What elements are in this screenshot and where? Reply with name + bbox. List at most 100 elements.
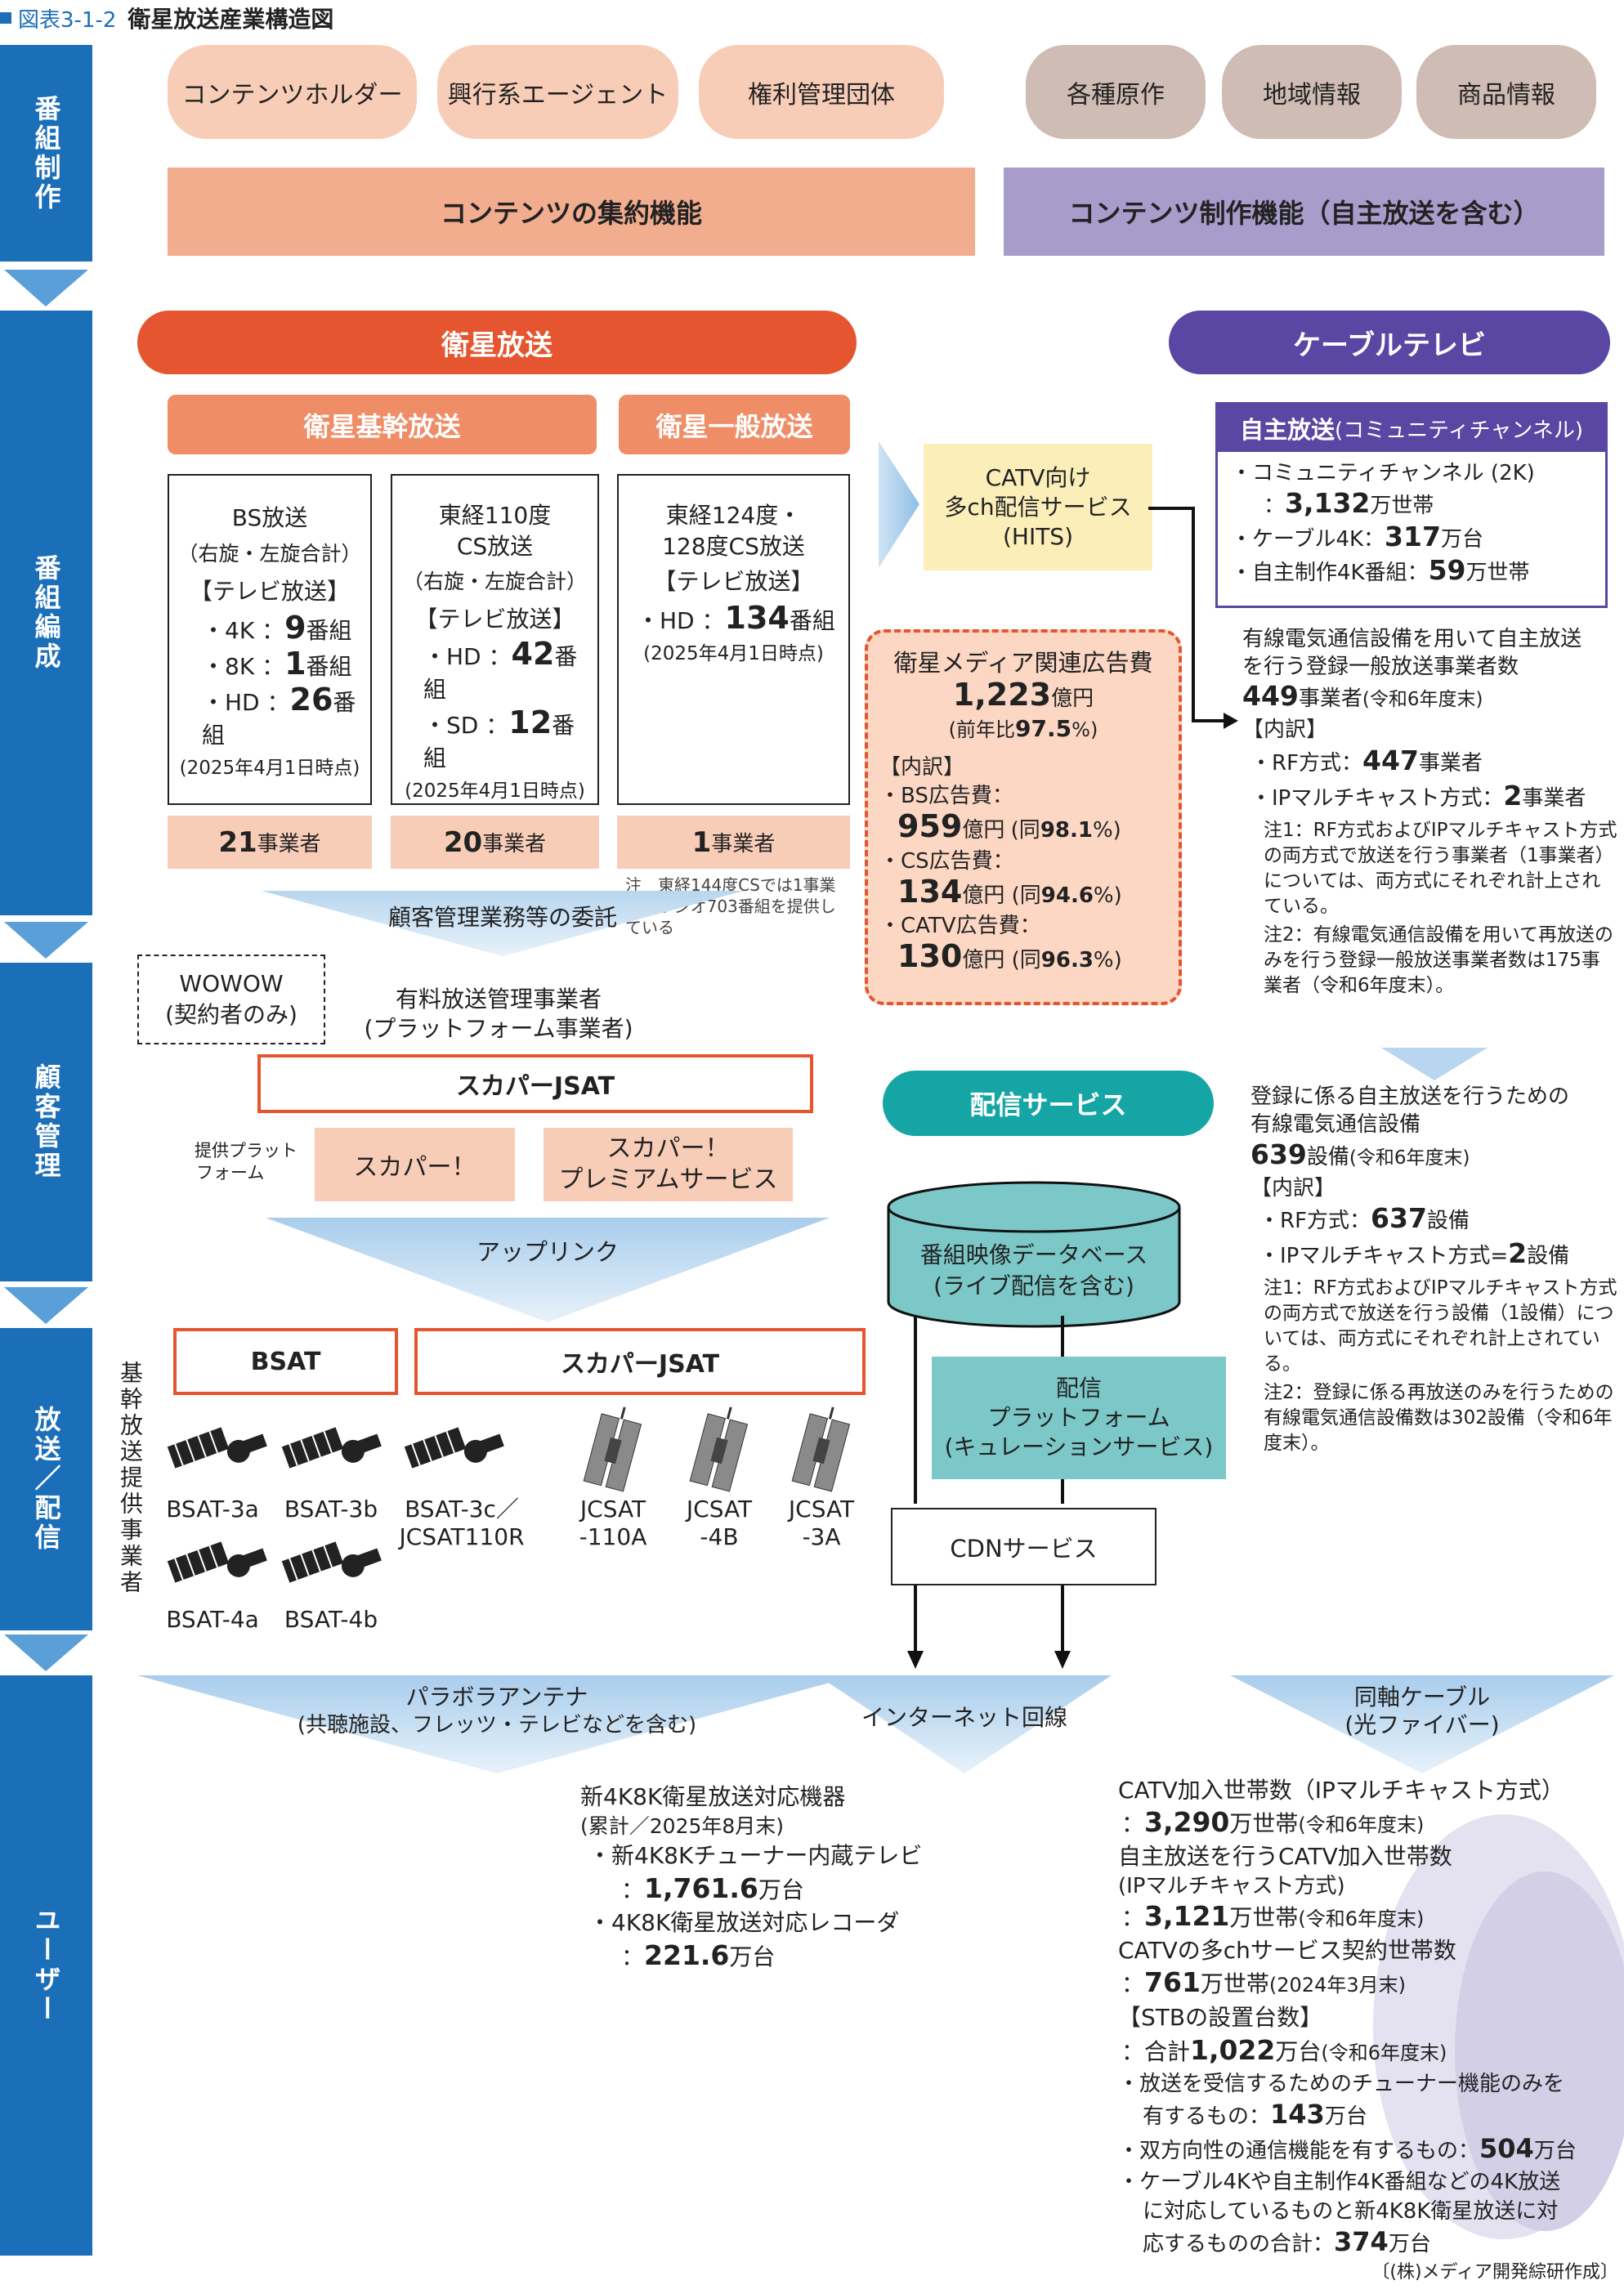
bs-4k: ・4K ：9番組 <box>202 610 352 646</box>
satellite-title: 衛星放送 <box>137 311 857 374</box>
bar-aggregation: コンテンツの集約機能 <box>168 168 975 256</box>
bs-8k: ・8K ：1番組 <box>202 646 352 682</box>
bs-hd: ・HD ：26番組 <box>202 682 356 749</box>
premium-platform: スカパー！プレミアムサービス <box>544 1128 793 1201</box>
database-cylinder <box>887 1181 1181 1328</box>
cs124-name2: 128度CS放送 <box>662 533 805 560</box>
database-label: 番組映像データベース(ライブ配信を含む) <box>919 1241 1148 1299</box>
bs-box: BS放送 （右旋・左旋合計） 【テレビ放送】 ・4K ：9番組 ・8K ：1番組… <box>168 474 372 805</box>
sat-label: BSAT-3c／ JCSAT110R <box>399 1496 525 1550</box>
entrust-label: 顧客管理業務等の委託 <box>387 904 617 931</box>
cs124-name1: 東経124度・ <box>665 502 802 529</box>
bsat-box: BSAT <box>173 1328 398 1395</box>
ad-cs-label: ・CS広告費： <box>879 849 1014 874</box>
sat-label: JCSAT -110A <box>579 1496 647 1550</box>
provider-vertical-label: 基幹放送提供事業者 <box>117 1361 144 1596</box>
sat-label: BSAT-3b <box>284 1496 378 1523</box>
cs110-tv: 【テレビ放送】 <box>414 606 575 633</box>
platform-operator: 有料放送管理事業者(プラットフォーム事業者) <box>364 986 633 1042</box>
ad-catv-value: 130億円 (同96.3%) <box>897 938 1122 974</box>
entrust-arrow <box>262 891 744 956</box>
ad-bs-value: 959億円 (同98.1%) <box>897 808 1121 844</box>
self-4k: ・自主制作4K番組：59万世帯 <box>1231 554 1530 586</box>
user-circles <box>1373 1814 1624 2239</box>
satellite-icon <box>791 1406 851 1492</box>
ad-yoy: (前年比97.5%) <box>948 715 1098 742</box>
internet-arrow <box>817 1675 1112 1773</box>
coax-label: 同軸ケーブル(光ファイバー) <box>1344 1684 1500 1738</box>
ad-total: 1,223億円 <box>952 677 1094 713</box>
bs-sub: （右旋・左旋合計） <box>177 542 362 566</box>
band-broadcast: 放送／配信 <box>0 1328 92 1630</box>
streaming-title: 配信サービス <box>883 1071 1214 1136</box>
band-programming: 番組編成 <box>0 311 92 915</box>
cable-4k: ・ケーブル4K：317万台 <box>1231 521 1483 552</box>
stream-lines <box>907 1316 1071 1669</box>
uplink-arrow <box>266 1218 830 1322</box>
pill-agent: 興行系エージェント <box>437 45 678 139</box>
general-broadcast: 衛星一般放送 <box>619 395 850 454</box>
facility-note2: 注2：登録に係る再放送のみを行うための有線電気通信設備数は302設備（令和6年度… <box>1264 1382 1614 1454</box>
band-production: 番組制作 <box>0 45 92 262</box>
satellite-icon <box>583 1406 642 1492</box>
cable-title: ケーブルテレビ <box>1169 311 1610 374</box>
ad-bs-label: ・BS広告費： <box>879 784 1013 808</box>
sat-label: JCSAT -3A <box>788 1496 855 1550</box>
cs110-sd: ・SD ：12番組 <box>423 704 575 771</box>
cable-note1: 注1：RF方式およびIPマルチキャスト方式の両方式で放送を行う事業者（1事業者）… <box>1264 820 1617 917</box>
cs110-name1: 東経110度 <box>438 502 552 529</box>
ad-breakdown: 【内訳】 <box>879 755 965 780</box>
ad-catv-label: ・CATV広告費： <box>879 914 1041 938</box>
satellite-icon <box>689 1406 749 1492</box>
figure-title: 衛星放送産業構造図 <box>128 6 334 33</box>
satellite-icon <box>404 1427 504 1469</box>
wowow-box: WOWOW(契約者のみ) <box>137 955 325 1044</box>
sat-label: BSAT-4b <box>284 1606 378 1633</box>
pill-product: 商品情報 <box>1416 45 1596 139</box>
community-title: 自主放送(コミュニティチャンネル) <box>1218 405 1605 452</box>
arrow-down-icon <box>0 270 92 311</box>
pill-original: 各種原作 <box>1026 45 1206 139</box>
coax-arrow <box>1230 1675 1614 1773</box>
provided-label: 提供プラットフォーム <box>195 1141 298 1183</box>
devices-block: 新4K8K衛星放送対応機器 (累計／2025年8月末) ・新4K8Kチューナー内… <box>580 1783 923 1971</box>
pill-rights: 権利管理団体 <box>699 45 944 139</box>
bs-name: BS放送 <box>231 504 308 531</box>
pill-content-holder: コンテンツホルダー <box>168 45 417 139</box>
hits-connector <box>1148 507 1238 729</box>
cs110-name2: CS放送 <box>456 533 534 560</box>
cs124-hd: ・HD ：134番組 <box>637 600 835 636</box>
hits-box: CATV向け多ch配信サービス(HITS) <box>924 444 1152 570</box>
figure-number: 図表3-1-2 <box>18 7 117 33</box>
facility-note1: 注1：RF方式およびIPマルチキャスト方式の両方式で放送を行う設備（1設備）につ… <box>1264 1277 1617 1375</box>
satellite-icon <box>167 1541 267 1583</box>
platform-box: 配信プラットフォーム(キュレーションサービス) <box>932 1357 1226 1479</box>
community-ch-value: ：3,132万世帯 <box>1264 487 1434 519</box>
skyperjsat-platform: スカパーJSAT <box>257 1054 813 1113</box>
cs124-box: 東経124度・ 128度CS放送 【テレビ放送】 ・HD ：134番組 (202… <box>617 474 850 805</box>
ad-cs-value: 134億円 (同94.6%) <box>897 874 1122 910</box>
cs124-date: (2025年4月1日時点) <box>643 643 824 664</box>
arrow-down-icon <box>0 1634 92 1675</box>
cable-note2: 注2：有線電気通信設備を用いて再放送のみを行う登録一般放送事業者数は175事業者… <box>1264 924 1613 996</box>
cs124-tv: 【テレビ放送】 <box>653 568 814 595</box>
satellite-icon <box>281 1427 382 1469</box>
facilities-block: 登録に係る自主放送を行うための 有線電気通信設備 639設備(令和6年度末) 【… <box>1250 1083 1618 1456</box>
arrow-down-icon <box>0 1287 92 1328</box>
figure-header: 図表3-1-2 衛星放送産業構造図 <box>0 2 333 34</box>
band-user: ユーザー <box>0 1675 92 2256</box>
bs-tv: 【テレビ放送】 <box>189 578 350 605</box>
jsat-box: スカパーJSAT <box>414 1328 866 1395</box>
catv-users-block: CATV加入世帯数（IPマルチキャスト方式） ：3,290万世帯(令和6年度末)… <box>1118 1777 1577 2257</box>
sat-label: JCSAT -4B <box>686 1496 753 1550</box>
internet-label: インターネット回線 <box>861 1704 1067 1731</box>
core-broadcast: 衛星基幹放送 <box>168 395 597 454</box>
parabola-arrow <box>137 1675 857 1773</box>
ad-expense-box: 衛星メディア関連広告費 1,223億円 (前年比97.5%) 【内訳】 ・BS広… <box>865 629 1182 1005</box>
cdn-box: CDNサービス <box>891 1508 1156 1585</box>
sat-label: BSAT-3a <box>166 1496 259 1523</box>
community-ch: ・コミュニティチャンネル (2K) <box>1231 461 1535 485</box>
facility-arrow <box>1381 1048 1488 1084</box>
pill-regional: 地域情報 <box>1222 45 1402 139</box>
